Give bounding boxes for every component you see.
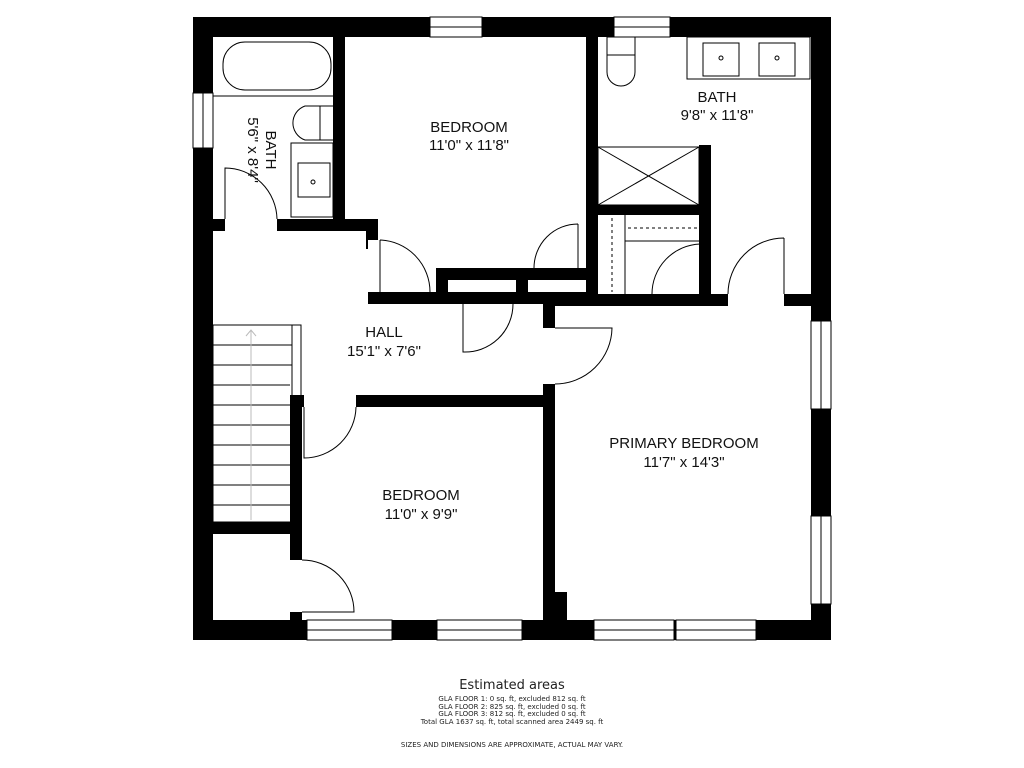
room-name-bath-primary: BATH [698, 89, 737, 106]
room-dims-primary-bedroom: 11'7" x 14'3" [643, 454, 724, 471]
estimated-areas-title: Estimated areas [459, 678, 565, 693]
gla-floor-1: GLA FLOOR 1: 0 sq. ft, excluded 812 sq. … [438, 695, 586, 703]
room-dims-bedroom-top: 11'0" x 11'8" [429, 137, 509, 154]
room-name-bedroom-top: BEDROOM [430, 119, 508, 136]
room-dims-bath-small: 5'6" x 8'4" [244, 117, 261, 183]
gla-total: Total GLA 1637 sq. ft, total scanned are… [420, 717, 604, 726]
staircase [212, 324, 302, 523]
room-name-hall: HALL [365, 324, 403, 341]
room-name-primary-bedroom: PRIMARY BEDROOM [609, 435, 758, 452]
estimated-areas-list: GLA FLOOR 1: 0 sq. ft, excluded 812 sq. … [0, 695, 1024, 726]
disclaimer: SIZES AND DIMENSIONS ARE APPROXIMATE, AC… [400, 741, 624, 749]
room-name-bedroom-bottom: BEDROOM [382, 487, 460, 504]
fixtures [213, 36, 811, 294]
windows [192, 16, 832, 641]
gla-floor-2: GLA FLOOR 2: 825 sq. ft, excluded 0 sq. … [438, 702, 586, 711]
room-dims-bath-primary: 9'8" x 11'8" [681, 107, 754, 124]
room-dims-bedroom-bottom: 11'0" x 9'9" [385, 506, 458, 523]
room-labels: BATH 5'6" x 8'4" BEDROOM 11'0" x 11'8" B… [244, 89, 759, 523]
interior-walls [213, 37, 831, 640]
room-name-bath-small: BATH [262, 131, 279, 170]
doors [224, 167, 785, 613]
gla-floor-3: GLA FLOOR 3: 812 sq. ft, excluded 0 sq. … [438, 710, 586, 719]
room-dims-hall: 15'1" x 7'6" [347, 343, 421, 360]
